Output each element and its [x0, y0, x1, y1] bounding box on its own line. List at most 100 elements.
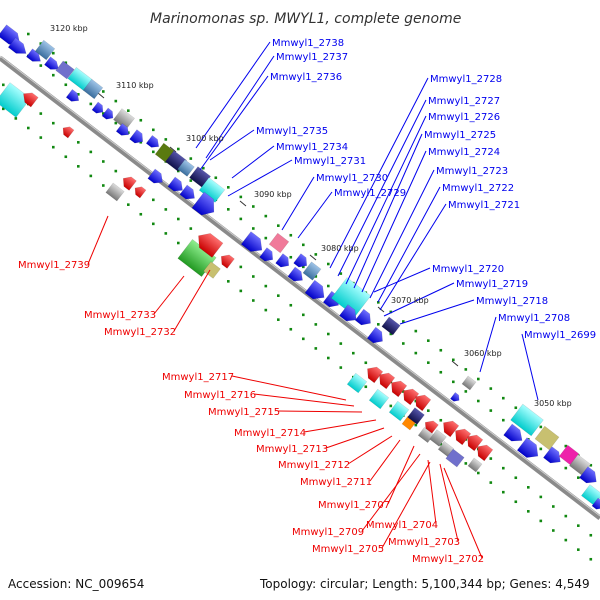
gc-dot [352, 351, 355, 355]
gc-dot [477, 399, 480, 403]
gene-feature [302, 261, 322, 281]
gene-feature [268, 232, 290, 254]
callout-line [337, 99, 427, 277]
gene-feature [145, 135, 160, 148]
callout-line [377, 186, 441, 303]
gene-label[interactable]: Mmwyl1_2717 [162, 372, 234, 383]
callout-line [361, 150, 427, 293]
gc-dot [489, 409, 493, 412]
gene-feature [55, 60, 75, 80]
gene-feature [346, 372, 368, 394]
gc-dot [52, 145, 55, 149]
gc-dot [64, 61, 68, 65]
gene-label[interactable]: Mmwyl1_2728 [430, 74, 502, 85]
gene-label[interactable]: Mmwyl1_2704 [366, 520, 438, 531]
gc-dot [302, 337, 305, 341]
gene-label[interactable]: Mmwyl1_2702 [412, 554, 484, 565]
gene-label[interactable]: Mmwyl1_2733 [84, 310, 156, 321]
callout-line [231, 145, 275, 179]
gene-label[interactable]: Mmwyl1_2713 [256, 444, 328, 455]
gc-dot [364, 385, 368, 389]
gene-label[interactable]: Mmwyl1_2735 [256, 126, 328, 137]
gene-label[interactable]: Mmwyl1_2723 [436, 166, 508, 177]
gc-dot [439, 442, 443, 446]
gc-dot [439, 370, 443, 374]
gc-dot [464, 390, 468, 393]
gene-label[interactable]: Mmwyl1_2721 [448, 200, 520, 211]
gene-label[interactable]: Mmwyl1_2705 [312, 544, 384, 555]
gene-label[interactable]: Mmwyl1_2703 [388, 537, 460, 548]
gc-dot [152, 128, 155, 132]
gene-feature [579, 466, 597, 484]
map-title: Marinomonas sp. MWYL1, complete genome [150, 11, 461, 27]
gc-dot [302, 313, 305, 317]
gene-label[interactable]: Mmwyl1_2714 [234, 428, 306, 439]
gene-label[interactable]: Mmwyl1_2737 [276, 52, 348, 63]
gc-dot [114, 99, 118, 103]
gc-dot [77, 165, 80, 168]
gene-label[interactable]: Mmwyl1_2726 [428, 112, 500, 123]
gc-dot [164, 138, 168, 141]
gc-dot [539, 519, 543, 523]
gene-label[interactable]: Mmwyl1_2736 [270, 72, 342, 83]
gene-label[interactable]: Mmwyl1_2720 [432, 264, 504, 275]
callout-line [361, 453, 421, 532]
gc-dot [252, 227, 255, 230]
gene-label[interactable]: Mmwyl1_2731 [294, 156, 366, 167]
gc-dot [102, 112, 105, 115]
gene-feature [388, 400, 410, 422]
gene-label[interactable]: Mmwyl1_2718 [476, 296, 548, 307]
callout-line [347, 435, 393, 465]
gene-label[interactable]: Mmwyl1_2727 [428, 96, 500, 107]
gc-dot [314, 323, 318, 326]
gene-label[interactable]: Mmwyl1_2729 [334, 188, 406, 199]
gene-label[interactable]: Mmwyl1_2719 [456, 279, 528, 290]
gene-label[interactable]: Mmwyl1_2725 [424, 130, 496, 141]
gc-dot [327, 284, 330, 288]
gene-features [0, 24, 600, 510]
gc-dot [514, 500, 518, 504]
gc-dot [239, 265, 243, 269]
gc-dot [327, 332, 330, 336]
gene-label[interactable]: Mmwyl1_2722 [442, 183, 514, 194]
gene-label[interactable]: Mmwyl1_2712 [278, 460, 350, 471]
gc-dot [339, 366, 343, 369]
callout-line [227, 159, 293, 197]
gc-dot [427, 361, 430, 364]
gene-feature [23, 92, 39, 108]
gc-dot [139, 140, 143, 144]
gene-label[interactable]: Mmwyl1_2708 [498, 313, 570, 324]
gene-label[interactable]: Mmwyl1_2699 [524, 330, 596, 341]
gene-label[interactable]: Mmwyl1_2724 [428, 147, 500, 158]
gene-feature [461, 375, 477, 391]
gene-callouts: Mmwyl1_2738Mmwyl1_2737Mmwyl1_2736Mmwyl1_… [18, 38, 596, 565]
callout-line [443, 467, 483, 559]
gene-label[interactable]: Mmwyl1_2739 [18, 260, 90, 271]
gc-dot [577, 548, 580, 551]
gene-label[interactable]: Mmwyl1_2711 [300, 477, 372, 488]
gene-label[interactable]: Mmwyl1_2709 [292, 527, 364, 538]
gc-dot [564, 538, 568, 542]
gene-label[interactable]: Mmwyl1_2716 [184, 390, 256, 401]
gene-label[interactable]: Mmwyl1_2707 [318, 500, 390, 511]
gene-feature [429, 429, 447, 447]
gc-dot [152, 198, 155, 202]
gc-dot [389, 404, 393, 408]
gc-dot [77, 141, 80, 144]
callout-line [369, 169, 435, 299]
callout-line [369, 439, 401, 482]
gc-dot [552, 505, 555, 508]
gene-label[interactable]: Mmwyl1_2734 [276, 142, 348, 153]
gene-label[interactable]: Mmwyl1_2730 [316, 173, 388, 184]
gc-dot [564, 514, 568, 518]
gc-dot [414, 351, 418, 355]
gc-dot [289, 303, 293, 307]
gc-dot [527, 486, 530, 489]
gene-label[interactable]: Mmwyl1_2732 [104, 327, 176, 338]
gc-dot [589, 557, 593, 561]
gene-label[interactable]: Mmwyl1_2738 [272, 38, 344, 49]
tick-mark [309, 254, 317, 261]
callout-line [387, 445, 415, 505]
gene-label[interactable]: Mmwyl1_2715 [208, 407, 280, 418]
gene-feature [450, 392, 460, 402]
